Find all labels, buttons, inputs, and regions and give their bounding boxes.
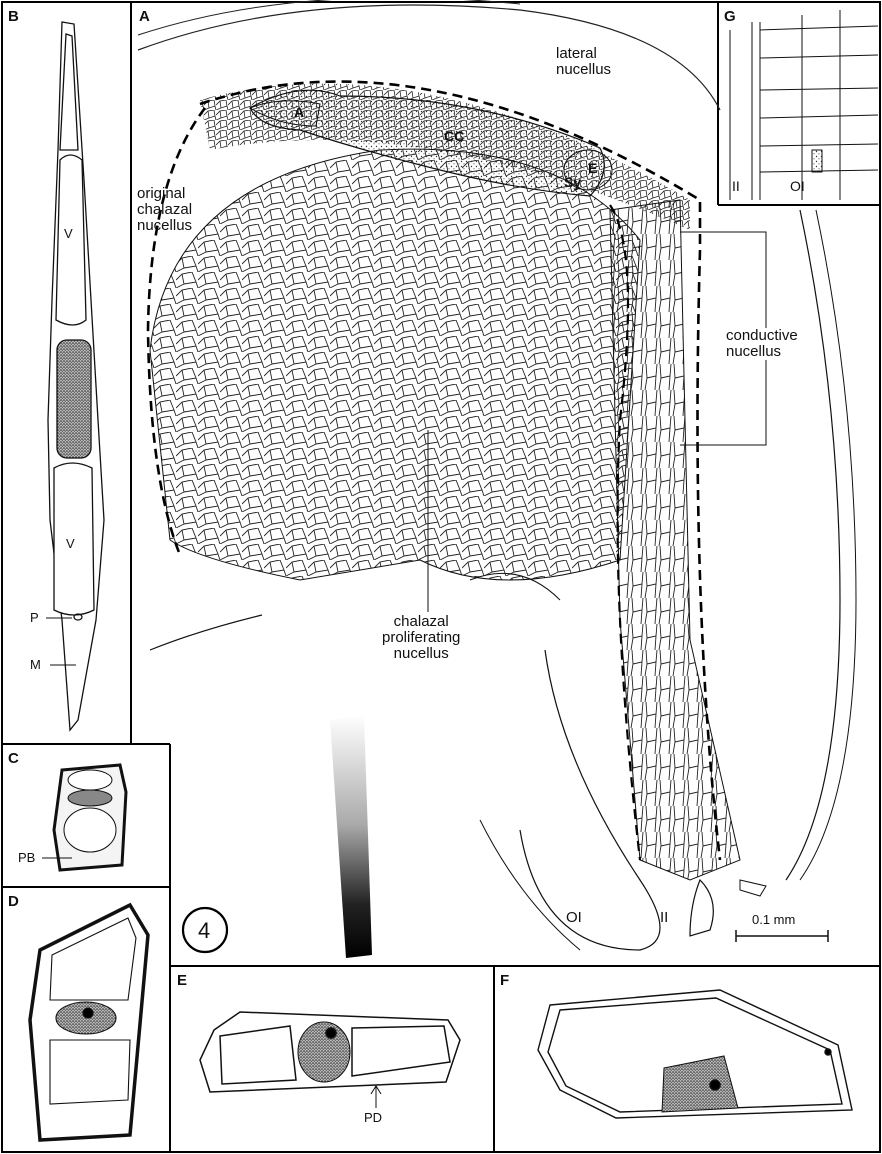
panel-letter-f: F	[500, 972, 509, 989]
label-b-v-bottom: V	[66, 536, 75, 552]
panel-letter-d: D	[8, 893, 19, 910]
label-e-pd: PD	[364, 1110, 382, 1126]
panel-d-cell	[30, 905, 148, 1140]
panel-e-cell	[200, 1012, 460, 1092]
scale-bar-line	[736, 930, 828, 942]
panel-letter-c: C	[8, 750, 19, 767]
panel-letter-g: G	[724, 8, 736, 25]
panel-letter-a: A	[139, 8, 150, 25]
panel-letter-b: B	[8, 8, 19, 25]
label-ii: II	[660, 910, 668, 926]
label-cc: CC	[444, 128, 464, 144]
label-conductive-nucellus: conductive nucellus	[724, 328, 800, 360]
panel-a-drawing	[138, 0, 856, 958]
scale-bar-label: 0.1 mm	[752, 912, 795, 928]
label-g-oi: OI	[790, 178, 805, 194]
label-b-v-top: V	[64, 226, 73, 242]
label-b-m: M	[30, 657, 41, 673]
panel-c-cell	[54, 765, 126, 870]
label-e: E	[588, 160, 597, 176]
label-sy: Sy	[564, 174, 581, 190]
label-b-p: P	[30, 610, 39, 626]
panel-g-cells	[730, 10, 878, 200]
label-a: A	[294, 104, 304, 120]
label-g-ii: II	[732, 178, 740, 194]
label-lateral-nucellus: lateral nucellus	[556, 46, 611, 78]
label-chalazal-proliferating-nucellus: chalazal proliferating nucellus	[382, 614, 460, 662]
label-oi: OI	[566, 910, 582, 926]
label-c-pb: PB	[18, 850, 35, 866]
figure-number: 4	[198, 920, 210, 942]
panel-letter-e: E	[177, 972, 187, 989]
panel-b-cell	[48, 22, 104, 730]
label-original-chalazal-nucellus: original chalazal nucellus	[137, 186, 192, 234]
panel-f-cell	[538, 990, 852, 1118]
